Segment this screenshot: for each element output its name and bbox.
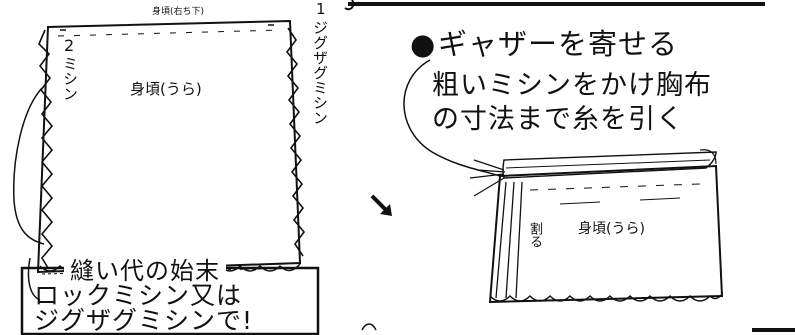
split-label: 割る [527,222,542,248]
step1-number: 1 [316,0,326,18]
corner-decoration-bottom [361,323,377,331]
left-body-label: 身頃(うら) [130,80,202,98]
gather-heading: ギャザーを寄せる [438,27,679,61]
step1-text: ジグザグミシン [311,20,329,125]
step2-text: ミシン [61,56,79,101]
gather-heading-bullet: ● [410,27,437,61]
finishing-box-title: 縫い代の始末 [64,259,226,283]
finishing-box-line2: ジグザグミシンで! [34,306,254,335]
left-top-label: 身頃(右ち下) [152,7,205,17]
gather-description-line2: の寸法まで糸を引く [432,104,684,135]
leader-line-right [403,59,501,177]
leader-line-left [13,87,45,245]
leader-line-box [27,257,41,301]
right-body-label: 身頃(うら) [578,221,645,237]
corner-decoration-top [344,0,355,11]
step2-number: 2 [64,36,75,55]
right-body-panel [469,149,724,304]
gather-description-line1: 粗いミシンをかけ胸布 [432,70,712,101]
arrow-head [380,204,392,216]
finishing-box-line1: ロックミシン又は [34,281,243,310]
